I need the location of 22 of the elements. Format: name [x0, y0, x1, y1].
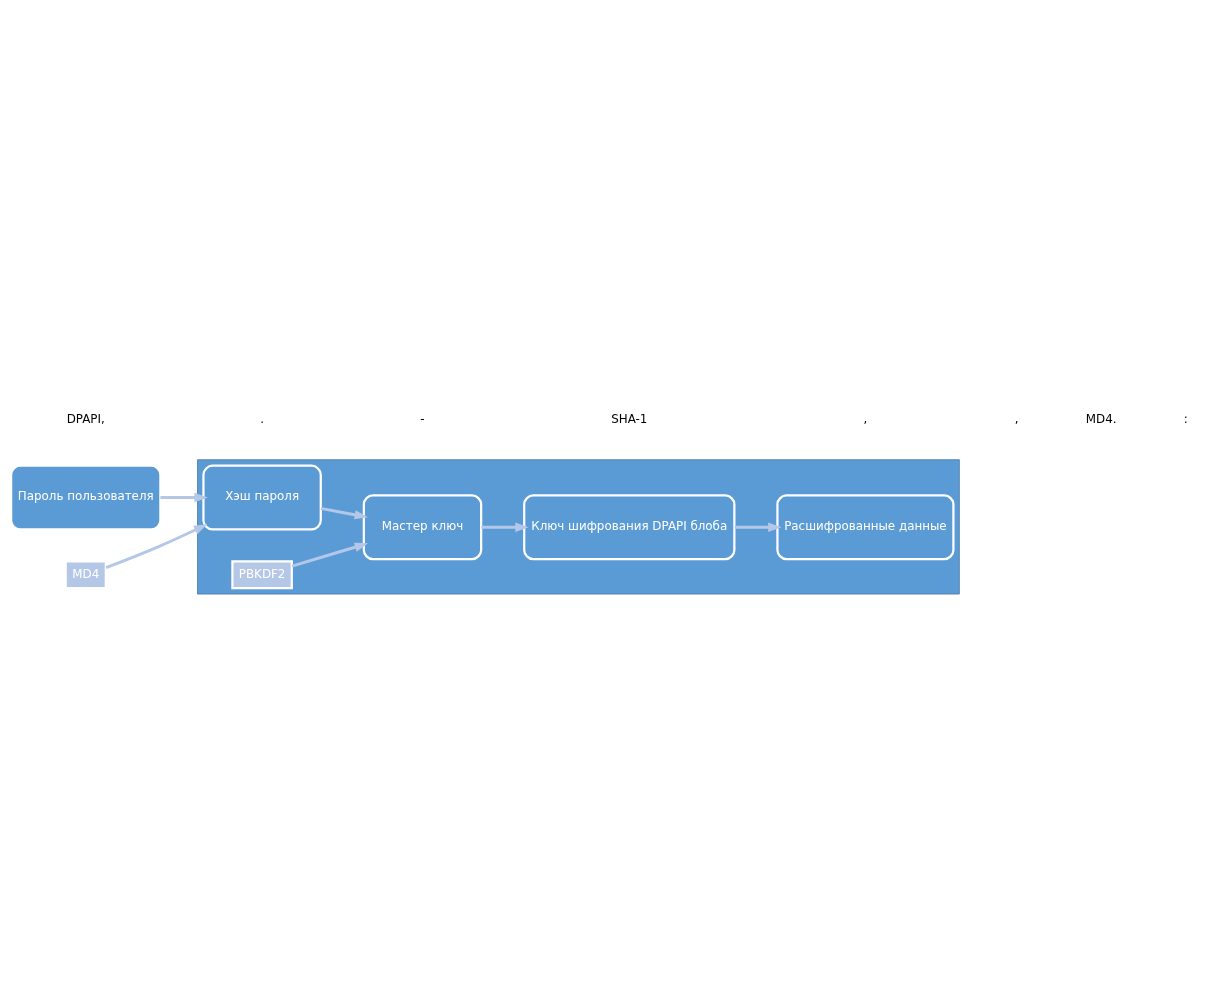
label: . [260, 412, 264, 427]
arrow [481, 522, 529, 532]
arrow [734, 522, 782, 532]
label: SHA-1 [611, 412, 648, 427]
node-box: Ключ шифрования DPAPI блоба [523, 494, 736, 561]
arrow [291, 542, 369, 568]
label: : [1183, 412, 1188, 427]
cluster [197, 459, 960, 595]
node-box: Пароль пользователя [10, 464, 162, 531]
label: DPAPI, [66, 412, 105, 427]
node-box: Мастер ключ [362, 494, 483, 561]
label: , [1014, 412, 1019, 427]
label: - [420, 412, 425, 427]
label: , [863, 412, 868, 427]
node-box: PBKDF2 [231, 560, 293, 590]
node-box: Расшифрованные данные [776, 494, 955, 561]
label: MD4. [1085, 412, 1117, 427]
arrow [160, 492, 208, 503]
node-box: Хэш пароля [202, 464, 322, 531]
node-box: MD4 [64, 560, 107, 590]
arrow [105, 524, 208, 569]
arrow [320, 506, 368, 520]
